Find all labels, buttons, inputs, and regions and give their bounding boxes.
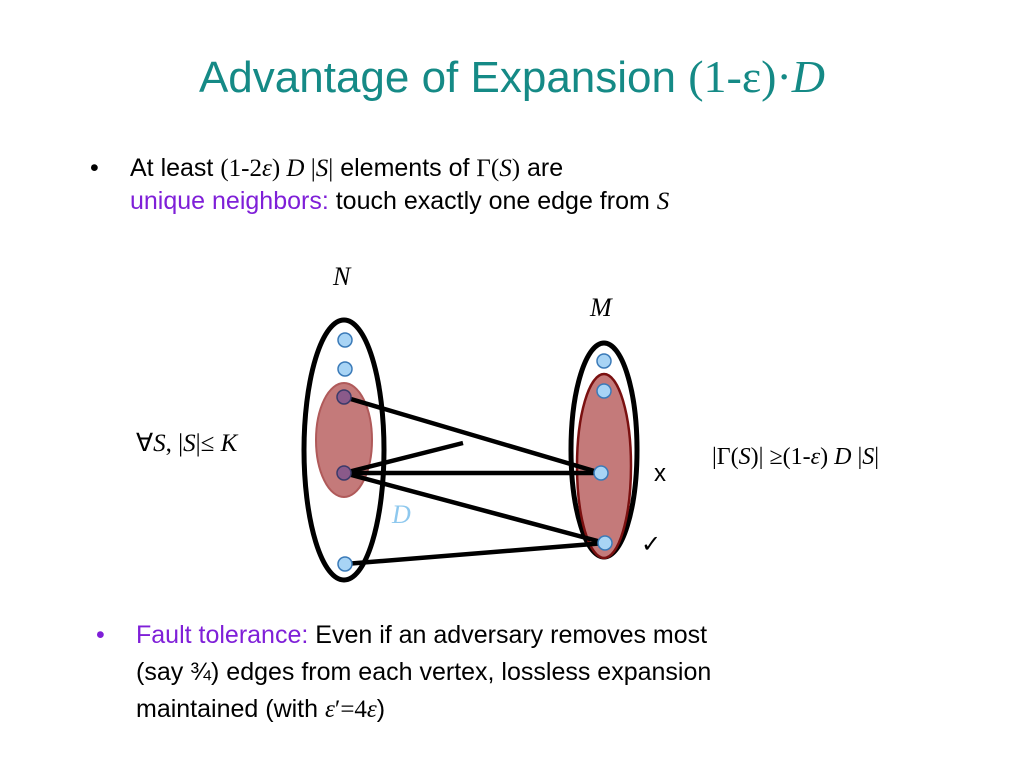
math: |≤ bbox=[195, 430, 221, 457]
condition-right: |Γ(S)| ≥(1-ε) D |S| bbox=[712, 444, 879, 471]
math: S bbox=[153, 430, 166, 457]
bullet-marker: • bbox=[90, 154, 99, 182]
highlight-unique-neighbors: unique neighbors: bbox=[130, 187, 329, 215]
math: )| ≥(1- bbox=[750, 444, 811, 470]
text: maintained (with bbox=[136, 695, 325, 723]
symbol-forall: ∀ bbox=[136, 430, 154, 457]
math: |Γ( bbox=[712, 444, 739, 470]
math: | bbox=[851, 444, 863, 470]
check-icon: ✓ bbox=[641, 530, 662, 558]
bullet-2: • Fault tolerance: Even if an adversary … bbox=[96, 617, 712, 728]
title-var-D: D bbox=[791, 51, 826, 102]
math: S bbox=[315, 155, 329, 182]
condition-left: ∀S, |S|≤ K bbox=[136, 428, 237, 458]
label-N: N bbox=[333, 262, 351, 291]
math: S bbox=[499, 155, 512, 182]
bullet-2-line-1: Fault tolerance: Even if an adversary re… bbox=[136, 617, 711, 654]
bullet-1: • At least (1-2ε) D |S| elements of Γ(S)… bbox=[90, 152, 669, 218]
mark-x: x bbox=[654, 460, 666, 487]
math: Γ( bbox=[476, 155, 500, 182]
math: ε bbox=[261, 155, 272, 182]
math: S bbox=[656, 188, 670, 215]
text: elements of bbox=[333, 154, 477, 182]
math: (1-2 bbox=[220, 155, 262, 182]
bullet-2-line-3: maintained (with ε′=4ε) bbox=[136, 691, 711, 728]
node-N bbox=[337, 361, 353, 377]
math: =4 bbox=[340, 696, 367, 723]
math: D bbox=[834, 444, 852, 470]
set-N-ellipse bbox=[301, 317, 387, 583]
edge bbox=[343, 440, 464, 476]
title-math: (1-ε)· bbox=[688, 51, 792, 102]
math: ′ bbox=[334, 696, 341, 723]
highlight-fault-tolerance: Fault tolerance: bbox=[136, 621, 309, 649]
edge bbox=[344, 540, 606, 567]
edge bbox=[343, 394, 602, 476]
node-M bbox=[593, 465, 609, 481]
math: ) bbox=[511, 155, 521, 182]
bullet-1-line-2: unique neighbors: touch exactly one edge… bbox=[130, 185, 669, 218]
text: touch exactly one edge from bbox=[328, 187, 657, 215]
math: K bbox=[220, 430, 238, 457]
math: ε bbox=[366, 696, 377, 723]
node-M bbox=[596, 353, 612, 369]
bullet-1-line-1: At least (1-2ε) D |S| elements of Γ(S) a… bbox=[130, 152, 669, 185]
text: At least bbox=[130, 154, 221, 182]
text: are bbox=[520, 154, 564, 182]
math: ) bbox=[820, 444, 835, 470]
node-S bbox=[336, 465, 352, 481]
edge bbox=[343, 470, 606, 546]
math: ) bbox=[271, 155, 287, 182]
math: ε bbox=[324, 696, 335, 723]
math: | bbox=[874, 444, 880, 470]
node-N bbox=[337, 332, 353, 348]
math: S bbox=[183, 430, 196, 457]
label-M: M bbox=[590, 293, 612, 322]
math: | bbox=[304, 155, 316, 182]
text: ) bbox=[376, 695, 386, 723]
math: , | bbox=[165, 430, 184, 457]
math: ε bbox=[810, 444, 821, 470]
label-D: D bbox=[392, 500, 411, 529]
slide-title: Advantage of Expansion (1-ε)·D bbox=[0, 50, 1024, 103]
math: D bbox=[286, 155, 305, 182]
title-text: Advantage of Expansion bbox=[198, 53, 689, 102]
node-M bbox=[597, 535, 613, 551]
node-S bbox=[336, 389, 352, 405]
text: Even if an adversary removes most bbox=[308, 621, 708, 649]
math: S bbox=[738, 444, 751, 470]
math: S bbox=[862, 444, 875, 470]
bullet-marker: • bbox=[96, 621, 105, 649]
node-N bbox=[337, 556, 353, 572]
bullet-2-line-2: (say ¾) edges from each vertex, lossless… bbox=[136, 658, 712, 686]
node-M bbox=[596, 383, 612, 399]
math: | bbox=[328, 155, 334, 182]
